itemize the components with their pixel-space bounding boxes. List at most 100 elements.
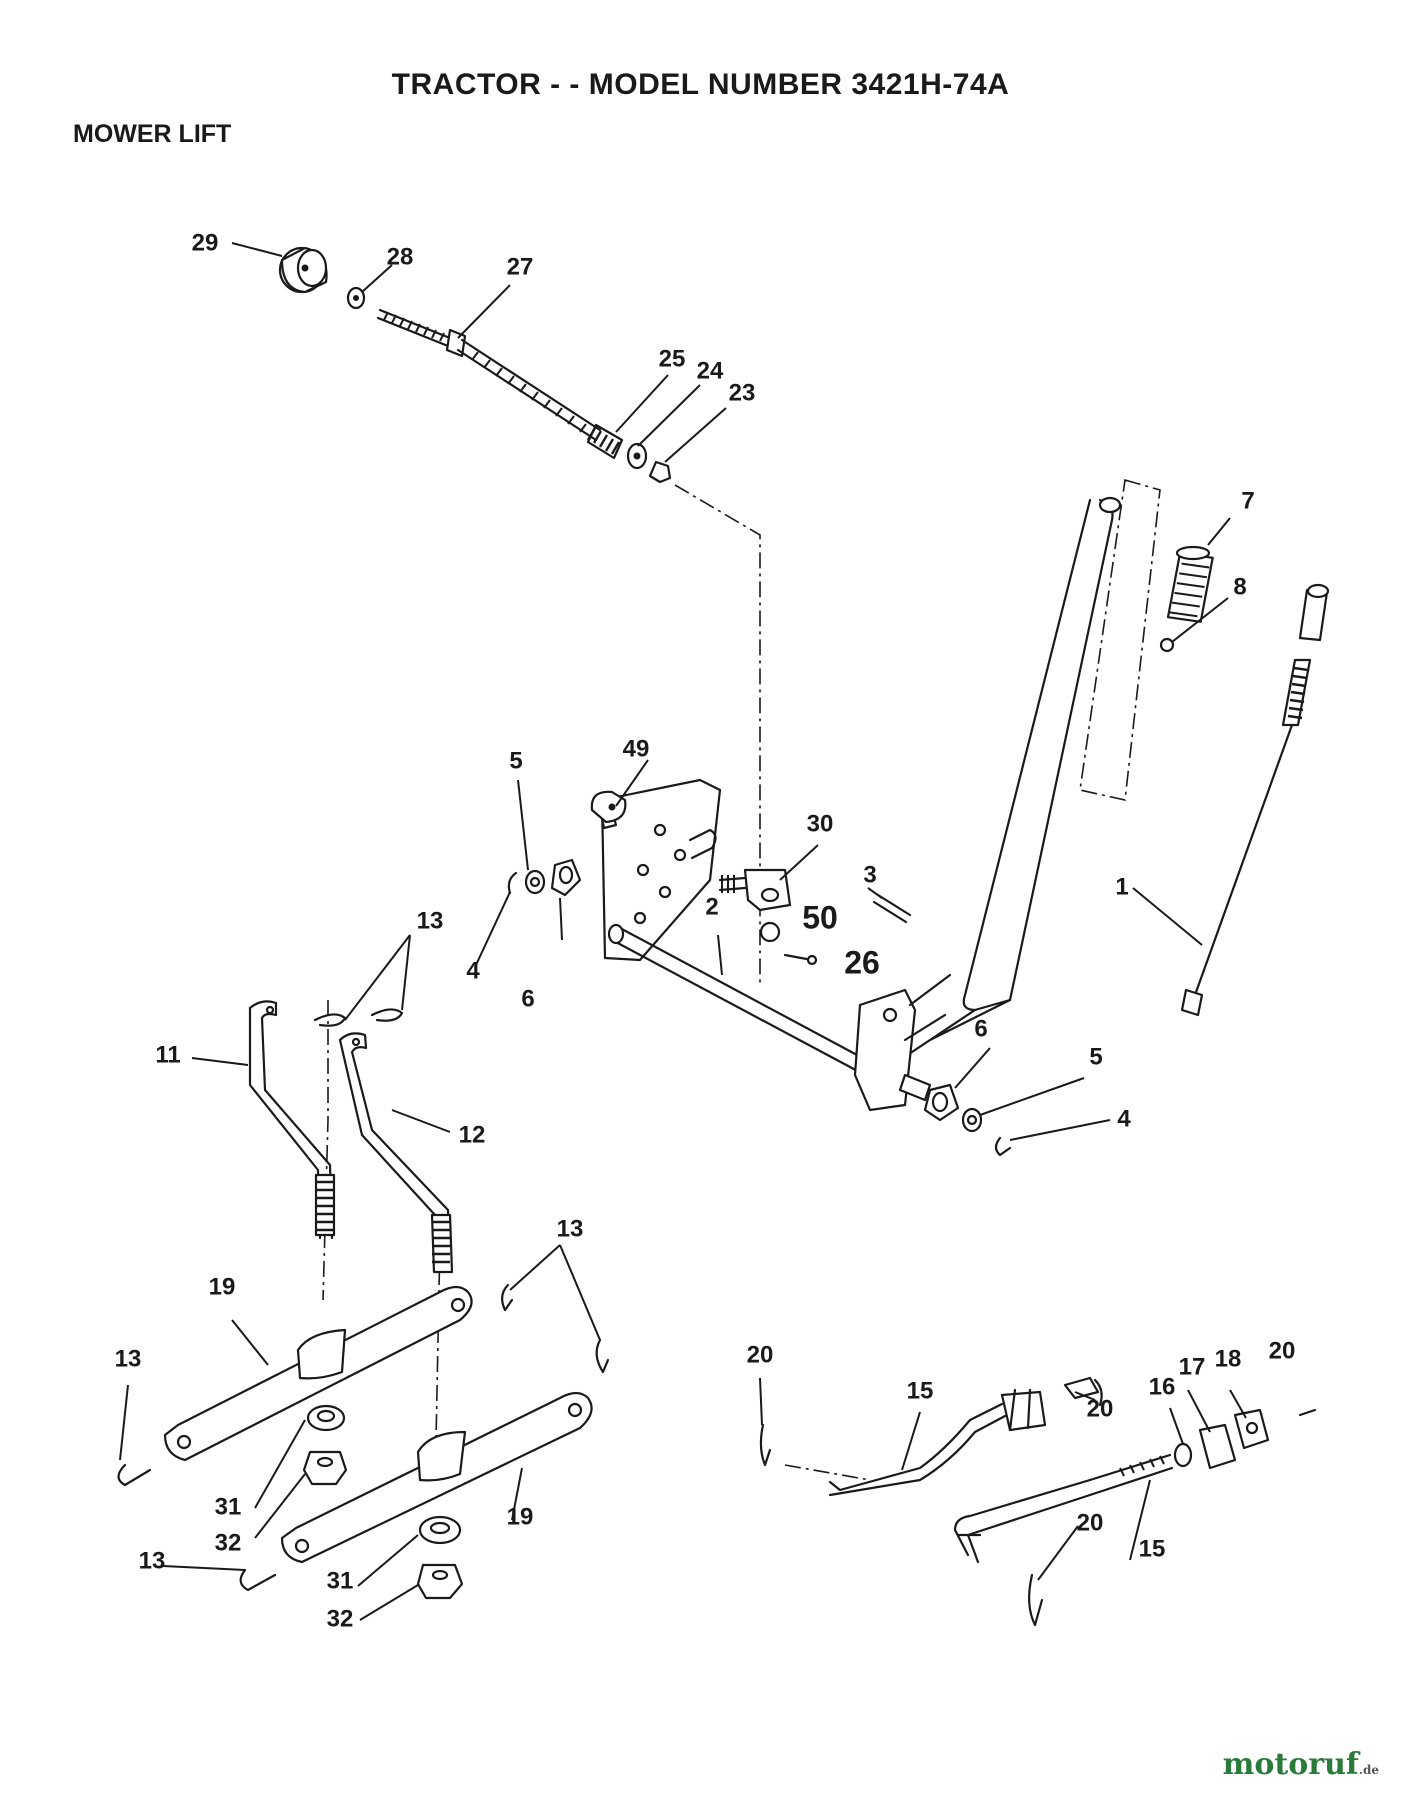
deck-rod-upper xyxy=(828,1388,1047,1497)
bushing-right xyxy=(923,1083,960,1122)
callout-20-b: 20 xyxy=(1087,1395,1114,1422)
callout-12: 12 xyxy=(459,1121,486,1148)
shaft-arm xyxy=(853,973,952,1112)
callout-13-top: 13 xyxy=(417,907,444,934)
yoke-18 xyxy=(1233,1408,1270,1450)
handle-grip xyxy=(1166,545,1214,623)
callout-15-upper: 15 xyxy=(907,1377,934,1404)
callout-28: 28 xyxy=(387,243,414,270)
pin-20-c xyxy=(1298,1408,1317,1417)
callout-5-left: 5 xyxy=(509,747,522,774)
nut-23 xyxy=(648,460,672,484)
callouts: 29 28 27 25 24 23 7 8 49 30 50 26 5 4 6 … xyxy=(115,229,1296,1632)
callout-13-mid: 13 xyxy=(557,1215,584,1242)
block-17 xyxy=(1198,1423,1237,1470)
callout-18: 18 xyxy=(1215,1345,1242,1372)
callout-15-lower: 15 xyxy=(1139,1535,1166,1562)
hairpin-top-1 xyxy=(313,1013,347,1027)
callout-31-lower: 31 xyxy=(327,1567,354,1594)
callout-11: 11 xyxy=(155,1041,180,1068)
callout-4-right: 4 xyxy=(1117,1105,1131,1132)
pin-3 xyxy=(872,893,912,924)
mounting-bracket xyxy=(600,778,722,962)
washer-left xyxy=(524,869,546,895)
callout-13-left: 13 xyxy=(115,1345,142,1372)
grip-pin xyxy=(1159,637,1175,653)
alignment-line-screw xyxy=(674,484,761,985)
callout-5-right: 5 xyxy=(1089,1043,1102,1070)
section-title: MOWER LIFT xyxy=(73,120,232,148)
spring-25 xyxy=(586,423,624,460)
cross-shaft xyxy=(607,923,874,1077)
callout-32-upper: 32 xyxy=(215,1529,242,1556)
clip-right xyxy=(994,1136,1012,1157)
trunnion xyxy=(718,868,792,912)
callout-20-c: 20 xyxy=(1269,1337,1296,1364)
lift-arm-upper xyxy=(163,1285,473,1462)
hairpin-left xyxy=(117,1463,152,1487)
callout-25: 25 xyxy=(659,345,686,372)
deck-rod-lower xyxy=(953,1453,1174,1564)
callout-19-lower: 19 xyxy=(507,1503,534,1530)
hairpin-mid-1 xyxy=(501,1283,514,1312)
callout-30: 30 xyxy=(807,810,834,837)
alignment-lines xyxy=(322,478,1161,1491)
lift-link-11 xyxy=(248,1000,336,1240)
alignment-frame-handle xyxy=(1079,478,1161,801)
callout-31-upper: 31 xyxy=(215,1493,242,1520)
hairpin-top-2 xyxy=(370,1008,404,1022)
lift-arm-lower xyxy=(280,1391,593,1564)
callout-13-bottom: 13 xyxy=(139,1547,166,1574)
hairpin-20-a xyxy=(759,1423,772,1467)
lift-link-12 xyxy=(338,1032,454,1274)
callout-17: 17 xyxy=(1179,1353,1206,1380)
bushing-left xyxy=(550,858,582,897)
alignment-line-rod xyxy=(784,1464,871,1481)
lift-rod xyxy=(1180,583,1330,1017)
nut-upper xyxy=(302,1450,348,1486)
alignment-line-left-link xyxy=(322,1000,329,1301)
adjust-screw xyxy=(376,308,602,442)
callout-20-d: 20 xyxy=(1077,1509,1104,1536)
watermark-logo: motoruf.de xyxy=(1223,1747,1379,1782)
clip-20-b xyxy=(1063,1376,1100,1400)
callout-29: 29 xyxy=(192,229,219,256)
nut-lower xyxy=(416,1563,464,1600)
leader-lines xyxy=(119,242,1247,1621)
washer-right xyxy=(961,1107,983,1133)
clip-20-d xyxy=(1028,1573,1044,1627)
watermark-suffix: .de xyxy=(1358,1763,1379,1777)
callout-1: 1 xyxy=(1115,873,1128,900)
callout-20-a: 20 xyxy=(747,1341,774,1368)
callout-24: 24 xyxy=(697,357,724,384)
callout-32-lower: 32 xyxy=(327,1605,354,1632)
callout-23: 23 xyxy=(729,379,756,406)
callout-4-left: 4 xyxy=(466,957,480,984)
callout-27: 27 xyxy=(507,253,534,280)
hairpin-mid-2 xyxy=(595,1338,610,1374)
bracket-washer xyxy=(590,790,627,824)
page-title: TRACTOR - - MODEL NUMBER 3421H-74A xyxy=(391,68,1010,101)
callout-19-upper: 19 xyxy=(209,1273,236,1300)
ferrule-upper xyxy=(306,1404,346,1432)
shaft-end xyxy=(898,1073,932,1102)
lift-handle xyxy=(898,496,1122,1062)
callout-26: 26 xyxy=(844,944,880,980)
star-washer xyxy=(759,921,781,943)
clip-left xyxy=(507,871,518,895)
adjust-knob xyxy=(278,246,328,294)
hairpin-bottom xyxy=(239,1568,277,1592)
callout-50: 50 xyxy=(802,899,838,935)
callout-16: 16 xyxy=(1149,1373,1176,1400)
knob-washer xyxy=(346,286,366,310)
nut-16 xyxy=(1173,1442,1193,1468)
callout-7: 7 xyxy=(1241,487,1254,514)
callout-6-right: 6 xyxy=(974,1015,987,1042)
ferrule-lower xyxy=(418,1515,462,1545)
callout-2: 2 xyxy=(705,893,718,920)
watermark-name: motoruf xyxy=(1222,1747,1359,1782)
callout-49: 49 xyxy=(623,735,650,762)
callout-3: 3 xyxy=(863,861,876,888)
callout-8: 8 xyxy=(1233,573,1246,600)
